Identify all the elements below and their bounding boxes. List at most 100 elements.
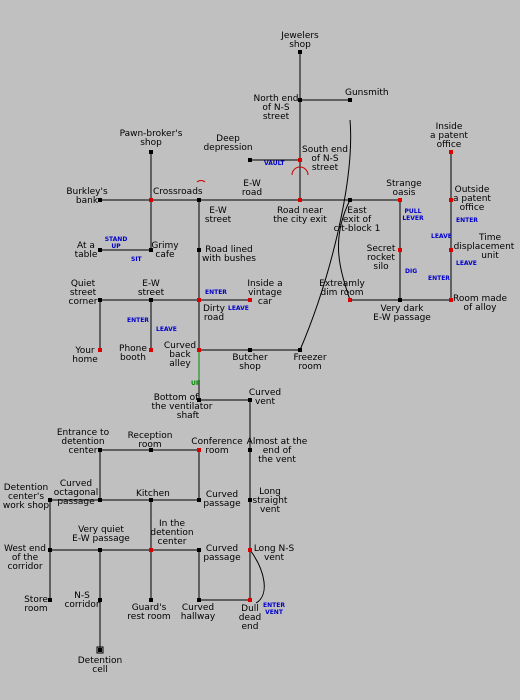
node-dirty — [197, 298, 201, 302]
node-quiet_corner — [98, 298, 102, 302]
label-up: UP — [191, 380, 201, 387]
node-quiet_ew — [98, 548, 102, 552]
node-store — [48, 598, 52, 602]
node-table — [98, 248, 102, 252]
node-butcher — [248, 348, 252, 352]
node-octagonal — [98, 498, 102, 502]
node-long_ns — [248, 548, 252, 552]
room-crossroads: Crossroads — [153, 187, 203, 197]
node-curved_p2 — [197, 548, 201, 552]
node-east_exit — [348, 198, 352, 202]
node-booth — [149, 348, 153, 352]
room-kitchen: Kitchen — [136, 489, 170, 499]
node-curved_p1 — [197, 498, 201, 502]
label-leave-patent: LEAVE — [431, 233, 452, 240]
label-leave-booth: LEAVE — [156, 326, 177, 333]
node-ns_corr — [98, 598, 102, 602]
map-nodes — [48, 50, 453, 654]
node-curved_vent — [248, 398, 252, 402]
node-dark — [398, 298, 402, 302]
node-strange — [398, 198, 402, 202]
label-sit: SIT — [131, 256, 143, 263]
path-gunsmith-freezer — [299, 119, 352, 351]
cell-box-icon — [96, 646, 104, 654]
node-jewelers — [298, 50, 302, 54]
node-crossroads — [149, 198, 153, 202]
node-workshop — [48, 498, 52, 502]
node-grimy — [149, 248, 153, 252]
node-patent_out — [449, 198, 453, 202]
node-dull — [248, 598, 252, 602]
node-home — [98, 348, 102, 352]
path-enter-vent — [249, 549, 265, 604]
node-ew_street — [149, 298, 153, 302]
node-silo — [398, 248, 402, 252]
label-enter-car: ENTER — [205, 289, 227, 296]
label-leave-time: LEAVE — [456, 260, 477, 267]
node-almost_end — [248, 448, 252, 452]
node-freezer — [298, 348, 302, 352]
node-ew_road — [197, 198, 201, 202]
red-arc-south — [291, 166, 309, 176]
label-dig: DIG — [405, 268, 417, 275]
label-enter-booth: ENTER — [127, 317, 149, 324]
node-dim — [348, 298, 352, 302]
node-time_unit — [449, 248, 453, 252]
node-cell — [98, 648, 102, 652]
node-curved_hall — [197, 598, 201, 602]
node-bushes — [197, 248, 201, 252]
node-north_end — [298, 98, 302, 102]
node-curved_alley — [197, 348, 201, 352]
node-entrance — [98, 448, 102, 452]
label-enter-time: ENTER — [428, 275, 450, 282]
node-south_end — [298, 158, 302, 162]
map-edges — [49, 52, 452, 650]
node-alloy — [449, 298, 453, 302]
node-patent_in — [449, 150, 453, 154]
label-leave-car: LEAVE — [228, 305, 249, 312]
node-long_vent — [248, 498, 252, 502]
node-pawn — [149, 150, 153, 154]
node-guard — [149, 598, 153, 602]
node-burkley — [98, 198, 102, 202]
node-deep — [248, 158, 252, 162]
